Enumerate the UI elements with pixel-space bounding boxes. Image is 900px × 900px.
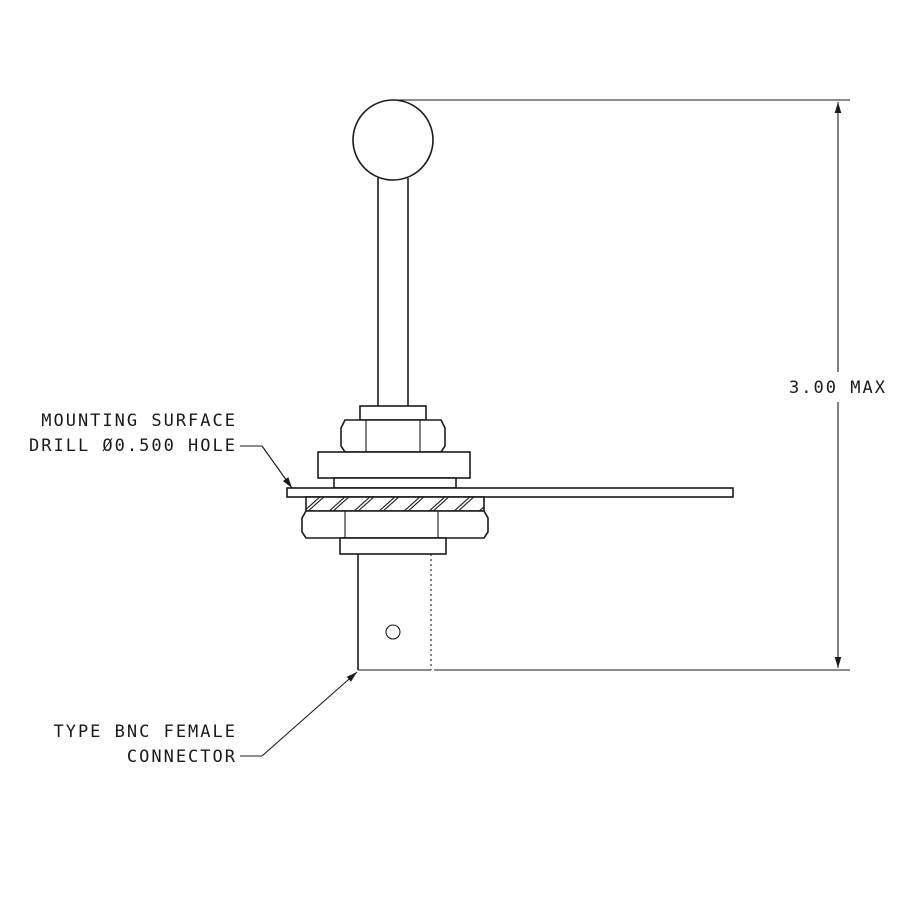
top-collar	[359, 405, 427, 421]
lower-hex-nut	[301, 510, 489, 539]
mounting-label-line2: DRILL Ø0.500 HOLE	[29, 436, 237, 456]
upper-spacer	[333, 477, 457, 489]
dimension-extension-lines	[396, 99, 850, 671]
bnc-connector-body	[357, 554, 432, 671]
connector-label-line1: TYPE BNC FEMALE	[53, 722, 237, 742]
threaded-section	[305, 496, 485, 512]
mounting-label-line1: MOUNTING SURFACE	[41, 411, 237, 431]
connector-callout: TYPE BNC FEMALE CONNECTOR	[53, 671, 358, 767]
connector-label-line2: CONNECTOR	[127, 747, 237, 767]
mounting-surface-plate	[286, 487, 734, 498]
lever-shaft	[377, 178, 409, 406]
dimension-label: 3.00 MAX	[789, 378, 887, 398]
knob-ball	[352, 99, 434, 181]
upper-hex-nut	[340, 419, 446, 453]
mounting-surface-callout: MOUNTING SURFACE DRILL Ø0.500 HOLE	[29, 411, 293, 489]
lower-collar	[339, 537, 447, 555]
upper-washer	[317, 451, 471, 479]
bayonet-pin	[385, 624, 401, 640]
